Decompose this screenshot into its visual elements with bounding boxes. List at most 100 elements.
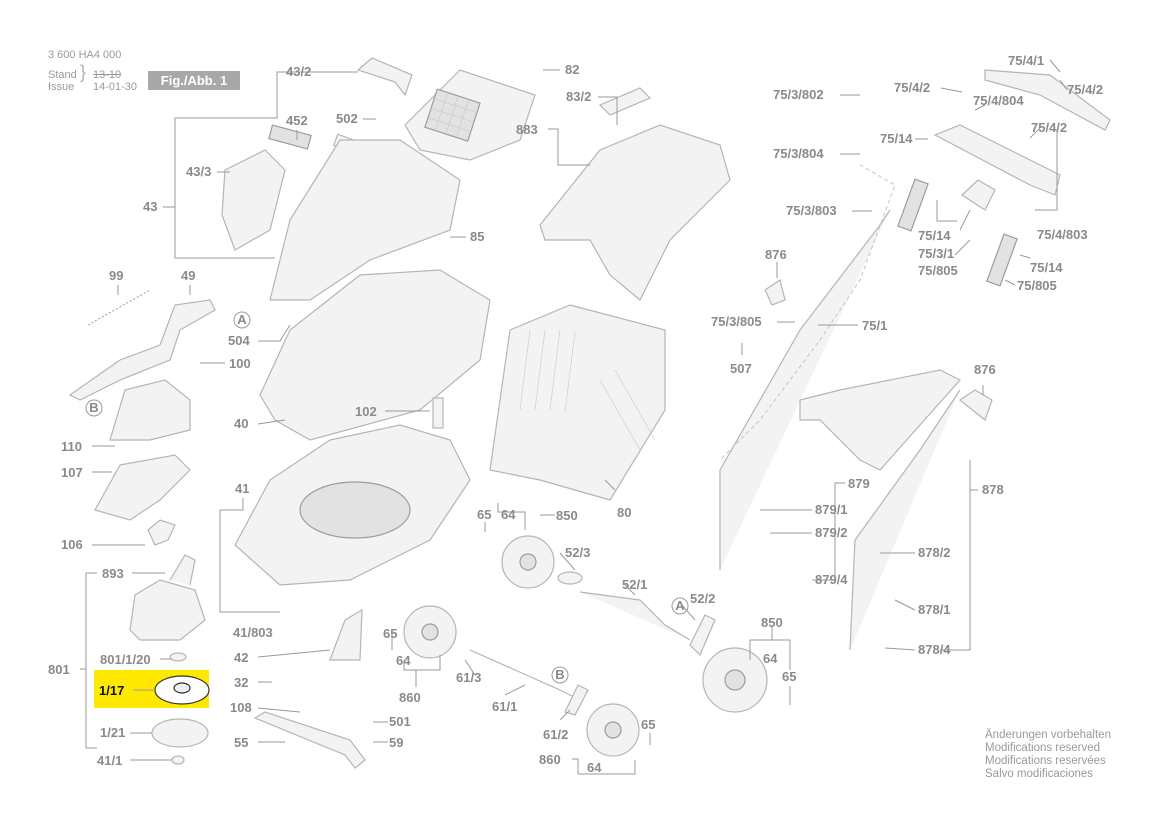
label-41-1: 41/1 bbox=[97, 753, 122, 768]
label-43-3: 43/3 bbox=[186, 164, 211, 179]
deck-blade-opening bbox=[299, 481, 411, 539]
label-75-14-b: 75/14 bbox=[918, 228, 951, 243]
badge-452 bbox=[268, 124, 312, 150]
label-75-1: 75/1 bbox=[862, 318, 887, 333]
stand-value: 13-10 bbox=[93, 69, 122, 81]
blade-55 bbox=[253, 711, 366, 769]
label-876-a: 876 bbox=[765, 247, 787, 262]
label-879: 879 bbox=[848, 476, 870, 491]
tube-75-805-a bbox=[897, 178, 929, 232]
label-83-2: 83/2 bbox=[566, 89, 591, 104]
circle-a-1 bbox=[233, 311, 251, 329]
label-41: 41 bbox=[235, 481, 249, 496]
label-75-3-804: 75/3/804 bbox=[773, 146, 824, 161]
chute-107 bbox=[94, 454, 191, 521]
label-75-4-2-b: 75/4/2 bbox=[1067, 82, 1103, 97]
label-102: 102 bbox=[355, 404, 377, 419]
front-cover-43-3 bbox=[221, 149, 286, 251]
motor-801 bbox=[129, 579, 206, 641]
nut-41-1 bbox=[171, 755, 185, 765]
label-75-4-804: 75/4/804 bbox=[973, 93, 1024, 108]
label-850-b: 850 bbox=[761, 615, 783, 630]
label-100: 100 bbox=[229, 356, 251, 371]
top-bar-75-4-804 bbox=[933, 124, 1061, 196]
label-65-b: 65 bbox=[383, 626, 397, 641]
label-876-b: 876 bbox=[974, 362, 996, 377]
label-75-3-803: 75/3/803 bbox=[786, 203, 837, 218]
label-452: 452 bbox=[286, 113, 308, 128]
circle-b-2-label: B bbox=[555, 667, 564, 682]
tube-75-805-b bbox=[986, 233, 1018, 287]
label-64-b: 64 bbox=[396, 653, 411, 668]
figure-label: Fig./Abb. 1 bbox=[148, 71, 240, 90]
label-878-1: 878/1 bbox=[918, 602, 951, 617]
label-64-a: 64 bbox=[501, 507, 516, 522]
label-59: 59 bbox=[389, 735, 403, 750]
label-75-4-1: 75/4/1 bbox=[1008, 53, 1044, 68]
label-61-2: 61/2 bbox=[543, 727, 568, 742]
bracket-61-2 bbox=[564, 684, 589, 716]
issue-label: Issue bbox=[48, 81, 75, 93]
circle-a-1-label: A bbox=[237, 312, 247, 327]
handle-bar-879 bbox=[719, 209, 891, 570]
label-75-14-c: 75/14 bbox=[1030, 260, 1063, 275]
label-75-4-803: 75/4/803 bbox=[1037, 227, 1088, 242]
label-55: 55 bbox=[234, 735, 248, 750]
stand-label: Stand bbox=[48, 69, 77, 81]
belt-1-21 bbox=[151, 718, 209, 748]
label-49: 49 bbox=[181, 268, 195, 283]
axle-52-1 bbox=[579, 591, 691, 641]
carry-handle-43-2 bbox=[356, 57, 413, 97]
label-75-805-a: 75/805 bbox=[918, 263, 958, 278]
switch-106 bbox=[147, 519, 176, 546]
label-52-2: 52/2 bbox=[690, 591, 715, 606]
label-878-2: 878/2 bbox=[918, 545, 951, 560]
circle-a-2 bbox=[671, 597, 689, 615]
label-860-a: 860 bbox=[399, 690, 421, 705]
note-es: Salvo modificaciones bbox=[985, 768, 1094, 780]
lever-49 bbox=[68, 299, 216, 401]
label-99: 99 bbox=[109, 268, 123, 283]
note-en: Modifications reserved bbox=[985, 742, 1101, 754]
label-75-3-802: 75/3/802 bbox=[773, 87, 824, 102]
top-handle-75-4-1 bbox=[984, 69, 1111, 131]
label-801: 801 bbox=[48, 662, 70, 677]
label-52-1: 52/1 bbox=[622, 577, 647, 592]
label-879-4: 879/4 bbox=[815, 572, 848, 587]
label-107: 107 bbox=[61, 465, 83, 480]
leader-lines bbox=[80, 59, 1068, 775]
label-850-a: 850 bbox=[556, 508, 578, 523]
label-1-21: 1/21 bbox=[100, 725, 125, 740]
label-41-803: 41/803 bbox=[233, 625, 273, 640]
cable-75-3-803 bbox=[719, 164, 896, 461]
fan-hub-1-17 bbox=[173, 682, 191, 694]
label-883: 883 bbox=[516, 122, 538, 137]
label-64-c: 64 bbox=[587, 760, 602, 775]
note-fr: Modifications reservées bbox=[985, 755, 1106, 767]
label-65-d: 65 bbox=[782, 669, 796, 684]
brace: } bbox=[80, 62, 87, 82]
label-61-3: 61/3 bbox=[456, 670, 481, 685]
handle-bar-878 bbox=[849, 389, 961, 651]
tube-102 bbox=[432, 397, 444, 429]
label-878: 878 bbox=[982, 482, 1004, 497]
label-32: 32 bbox=[234, 675, 248, 690]
label-75-3-805: 75/3/805 bbox=[711, 314, 762, 329]
label-61-1: 61/1 bbox=[492, 699, 517, 714]
upper-housing-43 bbox=[269, 139, 461, 301]
cover-110 bbox=[109, 379, 191, 441]
label-507: 507 bbox=[730, 361, 752, 376]
label-879-1: 879/1 bbox=[815, 502, 848, 517]
label-504: 504 bbox=[228, 333, 250, 348]
label-75-4-2-c: 75/4/2 bbox=[1031, 120, 1067, 135]
label-40: 40 bbox=[234, 416, 248, 431]
label-108: 108 bbox=[230, 700, 252, 715]
label-110: 110 bbox=[61, 439, 82, 454]
wheel-850-b-hub bbox=[724, 669, 746, 691]
label-75-4-2-a: 75/4/2 bbox=[894, 80, 930, 95]
label-860-b: 860 bbox=[539, 752, 561, 767]
label-85: 85 bbox=[470, 229, 484, 244]
grip-75-3-1 bbox=[961, 179, 996, 211]
wheel-860-a-hub bbox=[421, 623, 439, 641]
